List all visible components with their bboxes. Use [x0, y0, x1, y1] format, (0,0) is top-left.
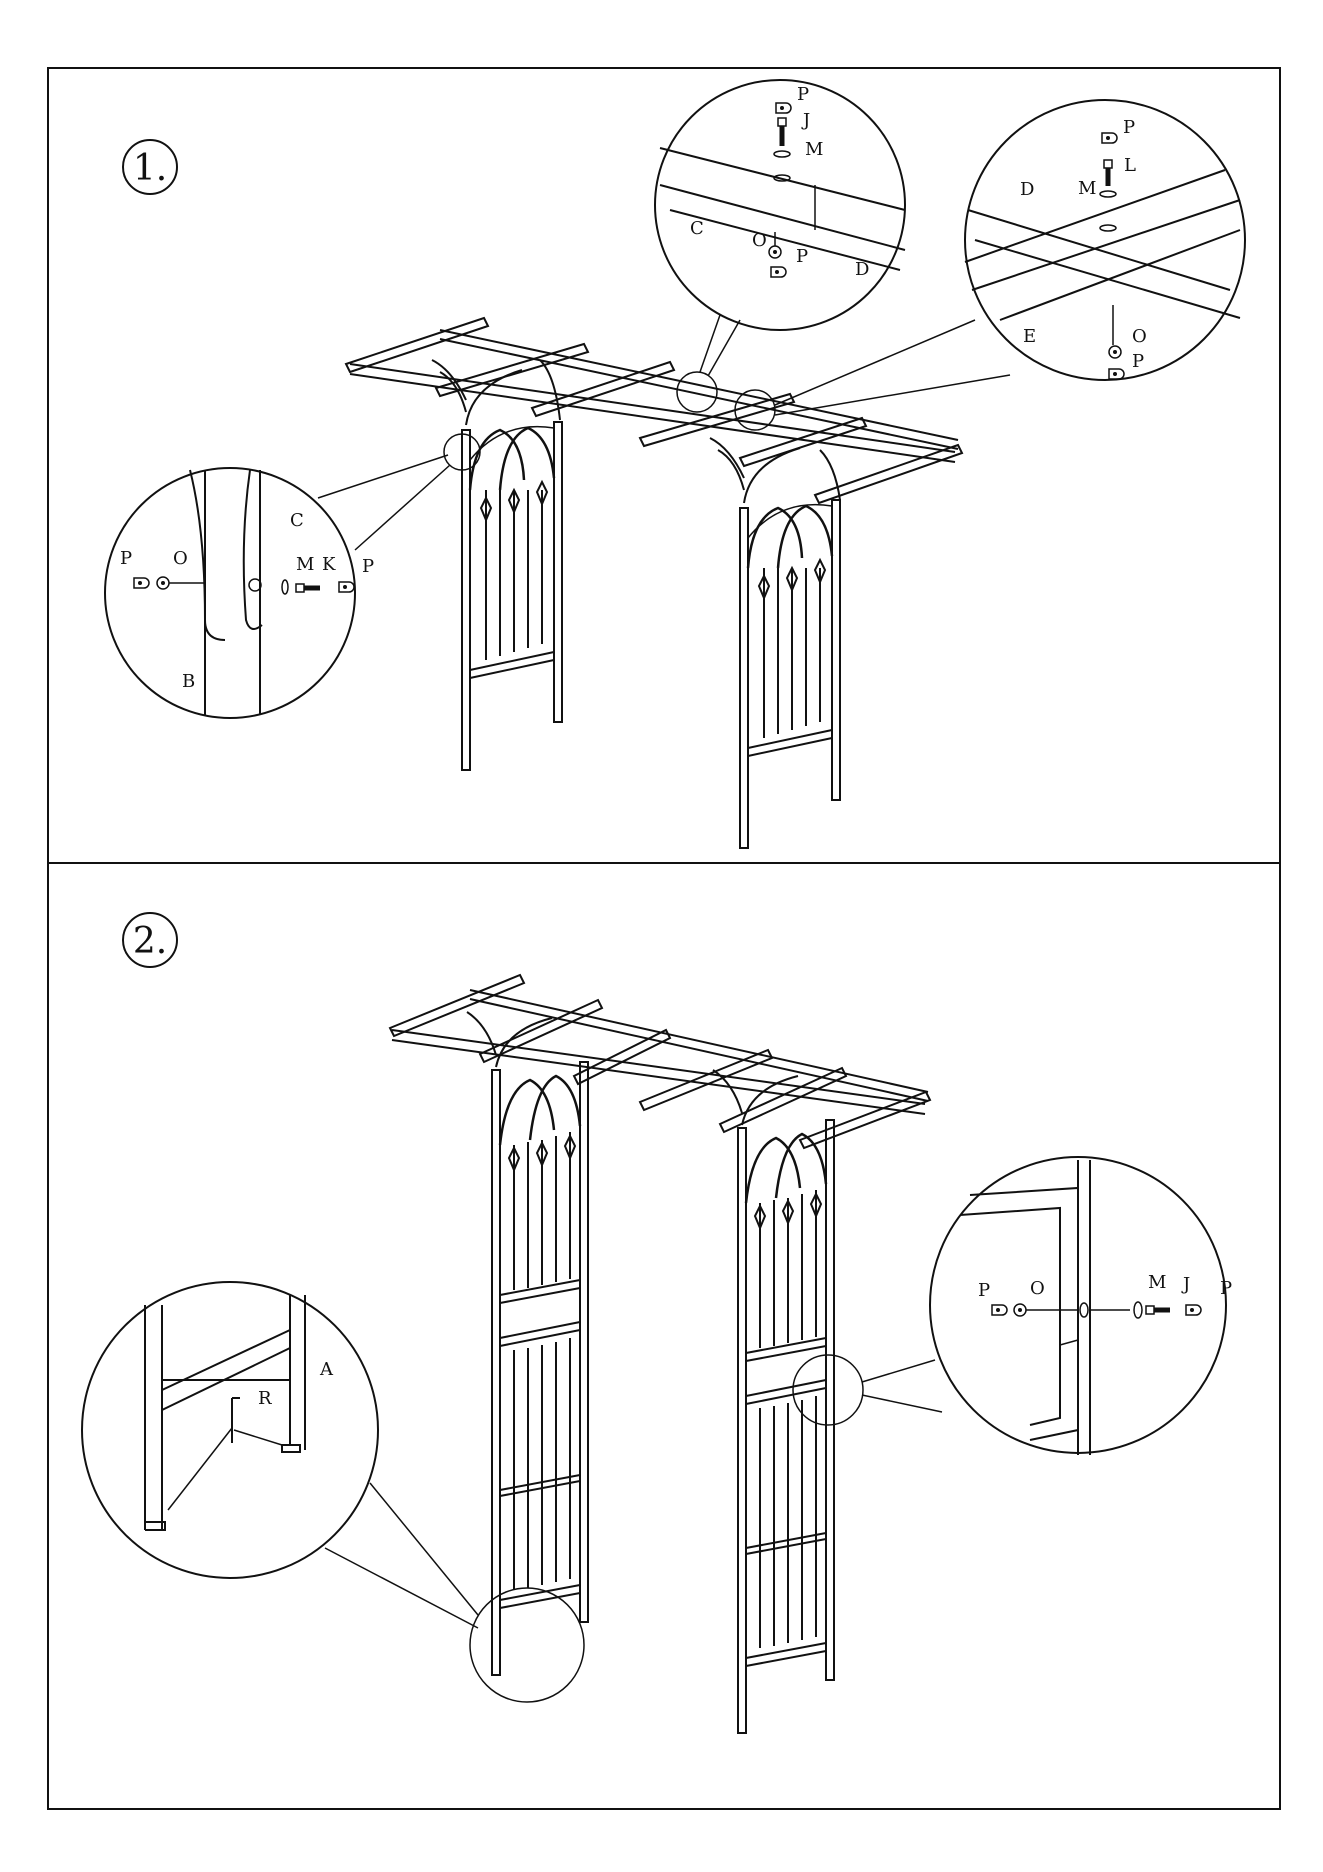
- step-1-detail-bottom-left: P O C M K P B: [105, 468, 374, 718]
- label-c: C: [290, 510, 304, 531]
- step-2-frame: [48, 863, 1280, 1809]
- label-d: D: [1020, 179, 1034, 200]
- label-p: P: [796, 246, 808, 267]
- label-p: P: [797, 84, 809, 105]
- label-o: O: [173, 548, 188, 569]
- label-p: P: [362, 556, 374, 577]
- label-l: L: [1124, 155, 1136, 176]
- label-j: J: [801, 110, 810, 131]
- label-o: O: [1132, 326, 1147, 347]
- label-o: O: [1030, 1278, 1045, 1299]
- step-2-arch-drawing: [325, 975, 942, 1733]
- label-b: B: [182, 671, 195, 692]
- label-m: M: [296, 554, 314, 575]
- step-1-detail-top-center: P J M C O P D: [655, 80, 905, 330]
- step-1-number: 1.: [133, 148, 167, 189]
- label-j: J: [1181, 1274, 1190, 1295]
- step-1-arch-drawing: [318, 315, 1010, 848]
- label-p: P: [978, 1280, 990, 1301]
- step-1-number-badge: 1.: [123, 140, 177, 194]
- label-m: M: [1148, 1272, 1166, 1293]
- label-m: M: [1078, 178, 1096, 199]
- label-p: P: [1132, 351, 1144, 372]
- label-o: O: [752, 230, 767, 251]
- label-c: C: [690, 218, 704, 239]
- label-d: D: [855, 259, 869, 280]
- label-a: A: [319, 1359, 334, 1380]
- label-k: K: [322, 554, 336, 575]
- step-2-detail-left: R A: [82, 1282, 378, 1578]
- label-p: P: [1123, 117, 1135, 138]
- label-r: R: [258, 1388, 272, 1409]
- label-m: M: [805, 139, 823, 160]
- step-2-detail-right: P O M J P: [930, 1157, 1232, 1455]
- step-2-number: 2.: [133, 921, 167, 962]
- label-p: P: [1220, 1278, 1232, 1299]
- label-e: E: [1023, 326, 1036, 347]
- step-1-detail-top-right: P D L M E O P: [965, 100, 1245, 380]
- step-2-number-badge: 2.: [123, 913, 177, 967]
- label-p: P: [120, 548, 132, 569]
